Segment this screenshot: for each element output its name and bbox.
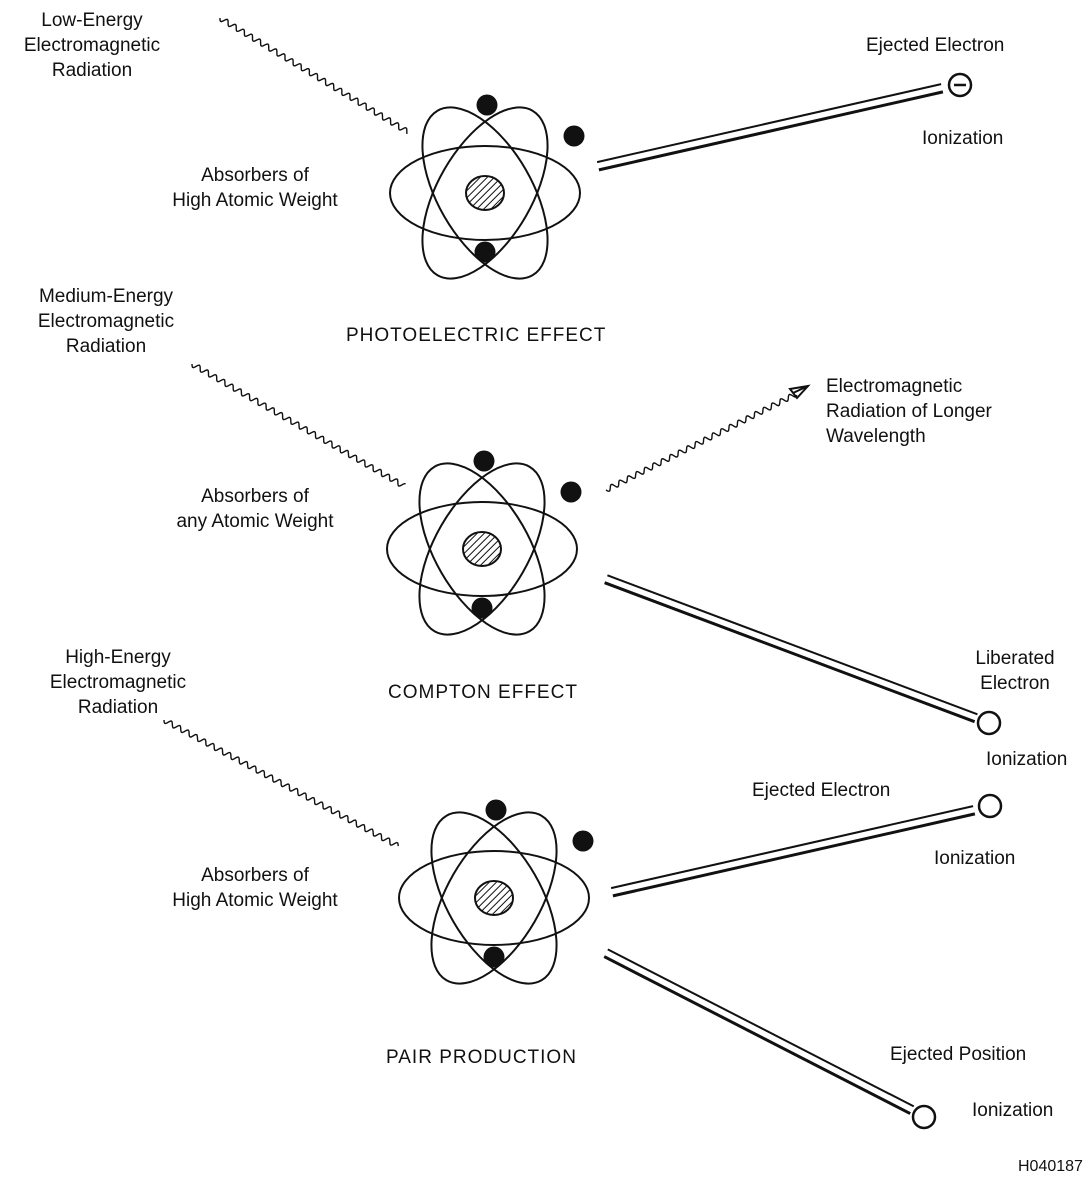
- panel-title-pair: PAIR PRODUCTION: [386, 1047, 577, 1068]
- atom-pair: [398, 799, 594, 985]
- pair-electron-label: Ejected Electron: [752, 780, 891, 801]
- incident-radiation-label-photoelectric: Low-Energy Electromagnetic Radiation: [23, 10, 161, 81]
- ejected-electron-label: Ejected Electron: [866, 35, 1005, 56]
- pair-electron-symbol: [977, 793, 1003, 819]
- pair-electron-track: [610, 805, 976, 898]
- ionization-label-compton: Ionization: [986, 749, 1068, 770]
- orbiting-electron: [476, 94, 498, 116]
- panel-title-compton: COMPTON EFFECT: [388, 682, 578, 703]
- figure-code: H040187: [1018, 1158, 1083, 1175]
- ejected-electron-track: [596, 83, 944, 172]
- liberated-electron-label: Liberated Electron: [975, 648, 1055, 694]
- absorber-label-photoelectric: Absorbers of High Atomic Weight: [172, 165, 338, 211]
- incident-radiation-label-compton: Medium-Energy Electromagnetic Radiation: [37, 286, 175, 357]
- scattered-radiation-wave: [605, 393, 798, 493]
- incident-radiation-wave-pair: [163, 719, 399, 847]
- orbit-ring: [418, 462, 546, 636]
- scattered-radiation-arrow-icon: [788, 384, 811, 400]
- absorber-label-pair: Absorbers of High Atomic Weight: [172, 865, 338, 911]
- ejected-electron-symbol: [947, 72, 973, 98]
- ionization-label-photoelectric: Ionization: [922, 128, 1004, 149]
- absorber-label-compton: Absorbers of any Atomic Weight: [176, 486, 334, 532]
- nucleus: [465, 175, 505, 211]
- liberated-electron-track: [604, 574, 978, 724]
- track-line: [607, 948, 915, 1108]
- orbiting-electron: [471, 597, 493, 619]
- orbiting-electron: [483, 946, 505, 968]
- incident-radiation-label-pair: High-Energy Electromagnetic Radiation: [49, 647, 187, 718]
- orbiting-electron: [485, 799, 507, 821]
- atom-compton: [386, 450, 582, 636]
- panel-title-photoelectric: PHOTOELECTRIC EFFECT: [346, 325, 607, 346]
- orbit-ring: [430, 811, 558, 985]
- track-line: [603, 955, 911, 1115]
- track-line: [604, 581, 976, 724]
- orbiting-electron: [563, 125, 585, 147]
- orbiting-electron: [560, 481, 582, 503]
- orbiting-electron: [474, 241, 496, 263]
- incident-radiation-wave-compton: [191, 363, 406, 487]
- track-line: [598, 90, 944, 172]
- orbit-ring: [418, 462, 546, 636]
- ionization-label-pair-electron: Ionization: [934, 848, 1016, 869]
- orbit-ring: [389, 145, 581, 241]
- track-line: [596, 83, 942, 164]
- track-line: [612, 812, 976, 898]
- scattered-radiation-label: Electromagnetic Radiation of Longer Wave…: [826, 376, 992, 447]
- track-line: [607, 574, 978, 716]
- orbiting-electron: [572, 830, 594, 852]
- atom-photoelectric: [389, 94, 585, 280]
- orbit-ring: [398, 850, 590, 946]
- ionization-label-pair-positron: Ionization: [972, 1100, 1054, 1121]
- incident-radiation-wave-photoelectric: [219, 18, 408, 134]
- nucleus: [474, 880, 514, 916]
- orbiting-electron: [473, 450, 495, 472]
- track-line: [610, 805, 974, 890]
- pair-positron-label: Ejected Position: [890, 1044, 1027, 1065]
- orbit-ring: [386, 501, 578, 597]
- orbit-ring: [430, 811, 558, 985]
- liberated-electron-symbol: [976, 710, 1002, 736]
- pair-positron-track: [603, 948, 915, 1115]
- pair-positron-symbol: [911, 1104, 937, 1130]
- orbit-ring: [421, 106, 549, 280]
- nucleus: [462, 531, 502, 567]
